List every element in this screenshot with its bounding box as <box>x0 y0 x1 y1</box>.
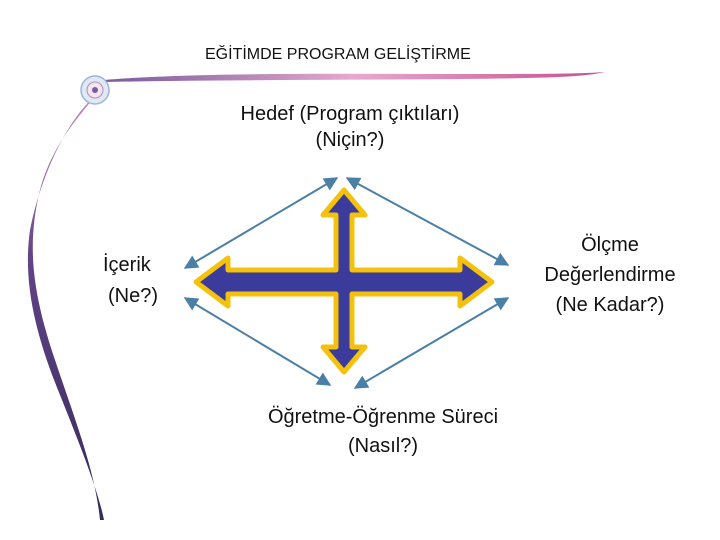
bottom-label-line2: (Nasıl?) <box>347 435 418 457</box>
left-label-line2: (Ne?) <box>108 285 159 307</box>
connector-top-left <box>183 177 339 269</box>
decorative-swoosh <box>27 80 107 520</box>
title-underline <box>104 72 605 82</box>
slide-title: EĞİTİMDE PROGRAM GELİŞTİRME <box>205 46 471 63</box>
logo-emblem-icon <box>80 75 110 105</box>
right-label-line1: Ölçme <box>581 234 639 256</box>
top-label-line1: Hedef (Program çıktıları) <box>240 103 460 125</box>
right-label-line2: Değerlendirme <box>544 264 676 286</box>
connector-top-right <box>345 177 510 266</box>
left-label-line1: İçerik <box>103 254 151 276</box>
connector-bottom-left <box>183 297 332 386</box>
four-way-arrow <box>193 187 495 375</box>
top-label-line2: (Niçin?) <box>315 129 385 151</box>
connector-bottom-right <box>353 297 510 389</box>
right-label-line3: (Ne Kadar?) <box>555 294 665 316</box>
bottom-label-line1: Öğretme-Öğrenme Süreci <box>267 406 499 428</box>
